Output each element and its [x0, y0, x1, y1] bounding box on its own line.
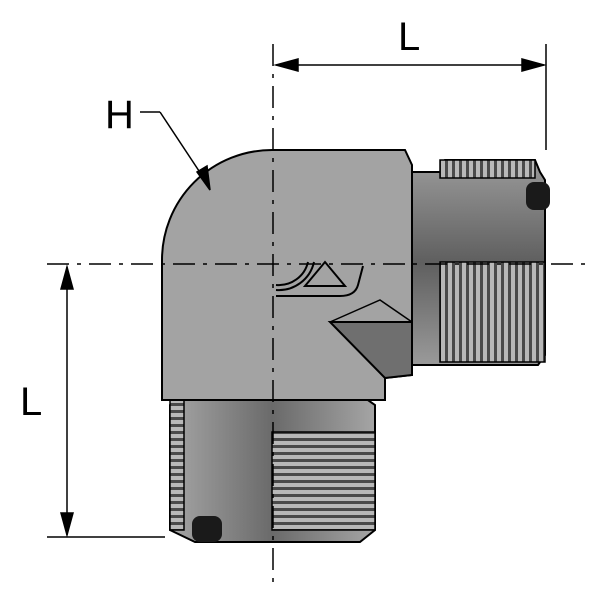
right-port [411, 159, 550, 366]
dimension-left [47, 264, 165, 538]
hex-label: H [105, 93, 134, 137]
logo-emboss [275, 260, 364, 297]
oring-right [526, 182, 550, 210]
dimension-top-label: L [398, 15, 420, 59]
oring-bottom [192, 516, 222, 542]
dimension-left-label: L [20, 380, 42, 424]
elbow-body [161, 149, 413, 401]
hex-leader [140, 111, 211, 191]
dimension-top [273, 44, 547, 150]
center-lines [47, 44, 592, 582]
